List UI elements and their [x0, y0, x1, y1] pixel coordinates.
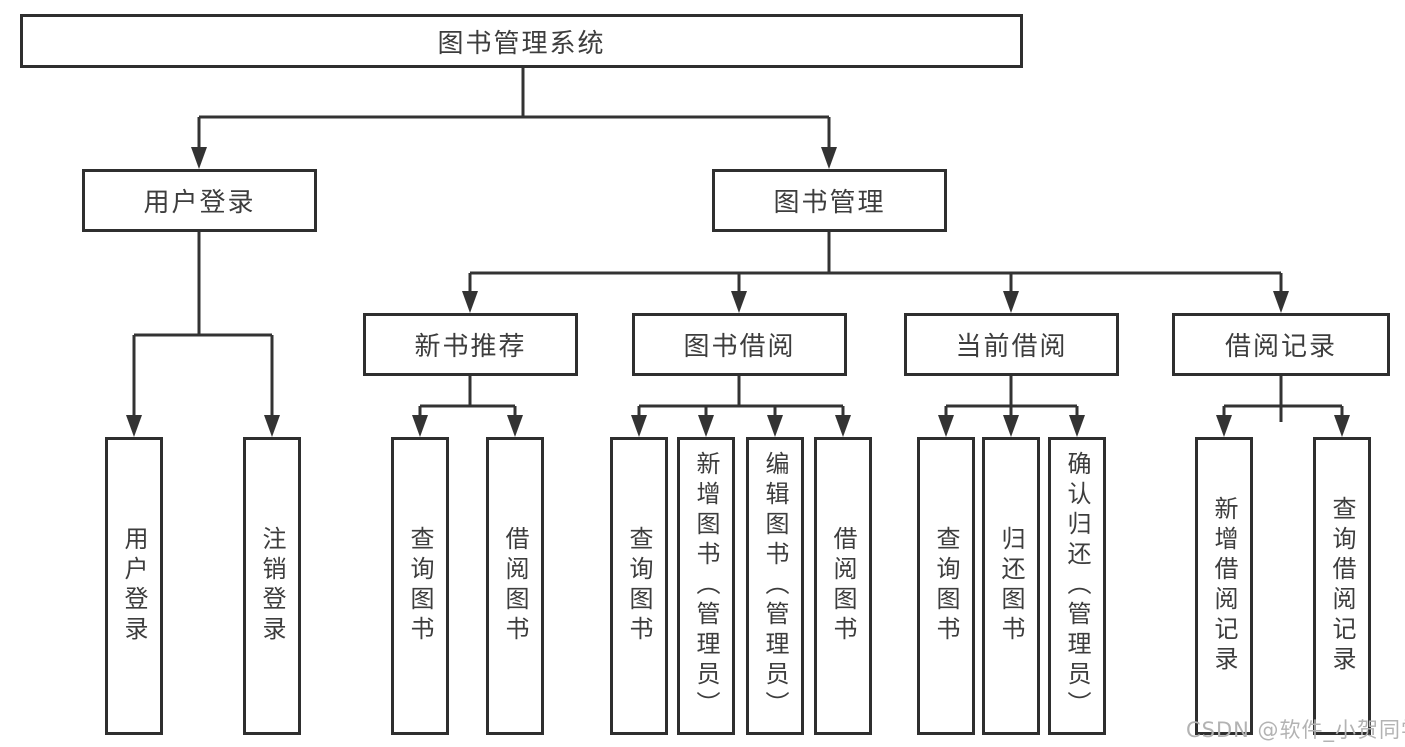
node-book-borrowing: 图书借阅 — [632, 313, 847, 376]
node-root: 图书管理系统 — [20, 14, 1023, 68]
node-book-borrowing-label: 图书借阅 — [683, 332, 796, 362]
leaf-borrow-books-recommend: 借阅图书 — [486, 437, 544, 735]
leaf-query-books-recommend: 查询图书 — [391, 437, 449, 735]
leaf-return-books: 归还图书 — [982, 437, 1040, 735]
leaf-add-books-admin: 新增图书（管理员） — [677, 437, 735, 735]
leaf-user-login-label: 用户登录 — [120, 526, 148, 646]
edge-bookmgmt-to-level3 — [468, 232, 1283, 296]
edge-borrowing-to-leaves — [637, 376, 845, 422]
leaf-edit-books-admin-label: 编辑图书（管理员） — [761, 451, 789, 721]
leaf-add-borrow-record-label: 新增借阅记录 — [1210, 496, 1238, 676]
leaf-confirm-return-admin-label: 确认归还（管理员） — [1063, 451, 1091, 721]
node-root-label: 图书管理系统 — [437, 28, 606, 59]
leaf-query-books-current-label: 查询图书 — [932, 526, 960, 646]
edge-userlogin-to-leaves — [132, 232, 274, 420]
leaf-add-borrow-record: 新增借阅记录 — [1195, 437, 1253, 735]
edge-recommend-to-leaves — [418, 376, 517, 422]
leaf-logout: 注销登录 — [243, 437, 301, 735]
leaf-borrow-books-borrowing: 借阅图书 — [814, 437, 872, 735]
node-user-login-label: 用户登录 — [143, 188, 256, 218]
leaf-borrow-books-recommend-label: 借阅图书 — [501, 526, 529, 646]
leaf-user-login: 用户登录 — [105, 437, 163, 735]
leaf-query-borrow-record: 查询借阅记录 — [1313, 437, 1371, 735]
leaf-borrow-books-borrowing-label: 借阅图书 — [829, 526, 857, 646]
node-new-book-recommend-label: 新书推荐 — [414, 332, 527, 362]
arrowheads — [126, 147, 1350, 437]
node-user-login: 用户登录 — [82, 169, 317, 232]
node-book-management: 图书管理 — [712, 169, 947, 232]
node-current-borrowing-label: 当前借阅 — [955, 332, 1068, 362]
watermark: CSDN @软件_小贺同学 — [1186, 718, 1405, 742]
leaf-logout-label: 注销登录 — [258, 526, 286, 646]
node-borrow-records: 借阅记录 — [1172, 313, 1390, 376]
leaf-query-borrow-record-label: 查询借阅记录 — [1328, 496, 1356, 676]
node-new-book-recommend: 新书推荐 — [363, 313, 578, 376]
edge-records-to-leaves — [1222, 376, 1344, 422]
leaf-edit-books-admin: 编辑图书（管理员） — [746, 437, 804, 735]
leaf-confirm-return-admin: 确认归还（管理员） — [1048, 437, 1106, 735]
node-book-management-label: 图书管理 — [773, 188, 886, 218]
edge-root-to-level2 — [197, 68, 831, 152]
leaf-query-books-current: 查询图书 — [917, 437, 975, 735]
leaf-return-books-label: 归还图书 — [997, 526, 1025, 646]
leaf-query-books-borrowing-label: 查询图书 — [625, 526, 653, 646]
leaf-add-books-admin-label: 新增图书（管理员） — [692, 451, 720, 721]
node-borrow-records-label: 借阅记录 — [1224, 332, 1337, 362]
edge-current-to-leaves — [944, 376, 1079, 422]
leaf-query-books-recommend-label: 查询图书 — [406, 526, 434, 646]
node-current-borrowing: 当前借阅 — [904, 313, 1119, 376]
leaf-query-books-borrowing: 查询图书 — [610, 437, 668, 735]
